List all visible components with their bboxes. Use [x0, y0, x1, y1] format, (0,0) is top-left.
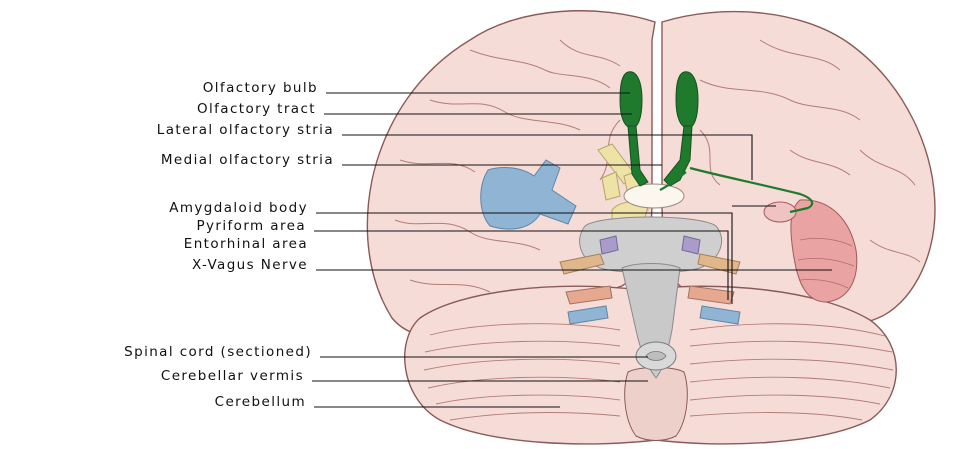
- label-cerebellum: Cerebellum: [215, 394, 306, 410]
- optic-chiasm: [624, 184, 684, 208]
- label-amygdaloid-body: Amygdaloid body: [169, 200, 308, 216]
- right-olfactory-bulb: [676, 72, 698, 128]
- brain-illustration: [367, 11, 935, 444]
- left-olfactory-bulb: [620, 72, 642, 128]
- label-cerebellar-vermis: Cerebellar vermis: [161, 368, 304, 384]
- label-medial-olfactory-stria: Medial olfactory stria: [161, 152, 334, 168]
- label-pyriform-area: Pyriform area: [196, 218, 306, 234]
- label-olfactory-tract: Olfactory tract: [197, 101, 316, 117]
- label-entorhinal-area: Entorhinal area: [184, 236, 308, 252]
- label-olfactory-bulb: Olfactory bulb: [203, 80, 318, 96]
- label-vagus-nerve: X-Vagus Nerve: [192, 257, 308, 273]
- label-lateral-olfactory-stria: Lateral olfactory stria: [157, 122, 334, 138]
- label-spinal-cord: Spinal cord (sectioned): [124, 344, 312, 360]
